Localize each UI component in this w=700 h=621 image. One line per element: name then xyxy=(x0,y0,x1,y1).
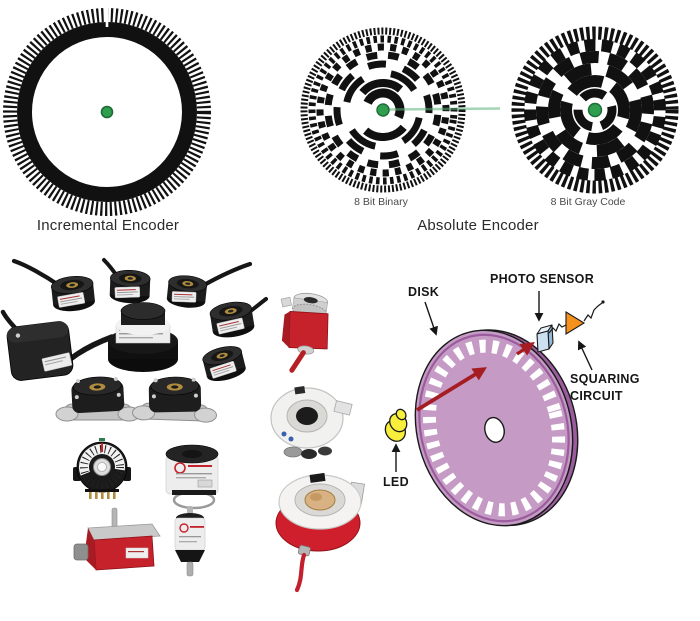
reading-line xyxy=(388,107,501,111)
encoder-product-photo xyxy=(208,298,257,341)
absolute-encoder-caption: Absolute Encoder xyxy=(417,217,539,234)
encoder-products-photo-middle xyxy=(270,292,365,593)
encoder-product-photo xyxy=(108,302,178,372)
disk-label: DISK xyxy=(408,285,440,299)
encoder-product-photo xyxy=(200,342,248,385)
gray-tracks xyxy=(511,26,679,194)
led-label: LED xyxy=(383,475,409,489)
led-icon xyxy=(384,408,408,442)
light-beam-arrow xyxy=(516,342,535,356)
encoder-product-photo xyxy=(6,321,74,381)
photo-sensor-label: PHOTO SENSOR xyxy=(489,272,595,286)
incremental-encoder-caption: Incremental Encoder xyxy=(36,217,180,234)
encoder-product-photo xyxy=(270,386,353,459)
encoder-products-photo xyxy=(0,258,268,577)
kit-encoder-photo xyxy=(73,438,131,499)
squaring-circuit-icon xyxy=(565,311,586,335)
binary-code-disk xyxy=(300,27,501,193)
gray-code-disk xyxy=(511,26,679,194)
encoder-product-photo xyxy=(280,292,329,373)
center-marker-icon xyxy=(100,105,114,119)
encoder-product-photo xyxy=(108,269,151,305)
squaring-circuit-label-line2: CIRCUIT xyxy=(570,389,623,403)
encoder-product-photo xyxy=(49,273,97,314)
slotted-disk-illustration xyxy=(414,329,579,527)
binary-disk-caption: 8 Bit Binary xyxy=(354,196,408,208)
sensor-wire xyxy=(548,322,567,334)
encoder-product-photo xyxy=(131,373,219,423)
incremental-encoder-disk xyxy=(3,5,211,216)
incremental-tick-ring xyxy=(3,5,211,216)
center-marker-icon xyxy=(376,103,390,117)
photo-sensor-icon xyxy=(536,324,554,353)
wire-end-dot xyxy=(601,300,605,304)
output-wire xyxy=(583,302,603,322)
label-arrows xyxy=(391,291,593,472)
squaring-circuit-label-line1: SQUARING xyxy=(570,372,640,386)
encoder-product-photo xyxy=(55,375,141,422)
hollow-shaft-encoder-photo xyxy=(275,472,365,593)
encoder-product-photo xyxy=(165,444,219,510)
disk-center-hole xyxy=(484,416,505,443)
light-beam-arrow xyxy=(416,367,487,412)
encoder-operation-diagram xyxy=(384,291,605,527)
gray-disk-caption: 8 Bit Gray Code xyxy=(550,196,626,208)
shaft-encoder-photo xyxy=(73,507,161,571)
encoder-product-photo xyxy=(165,273,209,310)
center-marker-icon xyxy=(587,102,603,118)
shaft-encoder-photo xyxy=(174,506,206,577)
